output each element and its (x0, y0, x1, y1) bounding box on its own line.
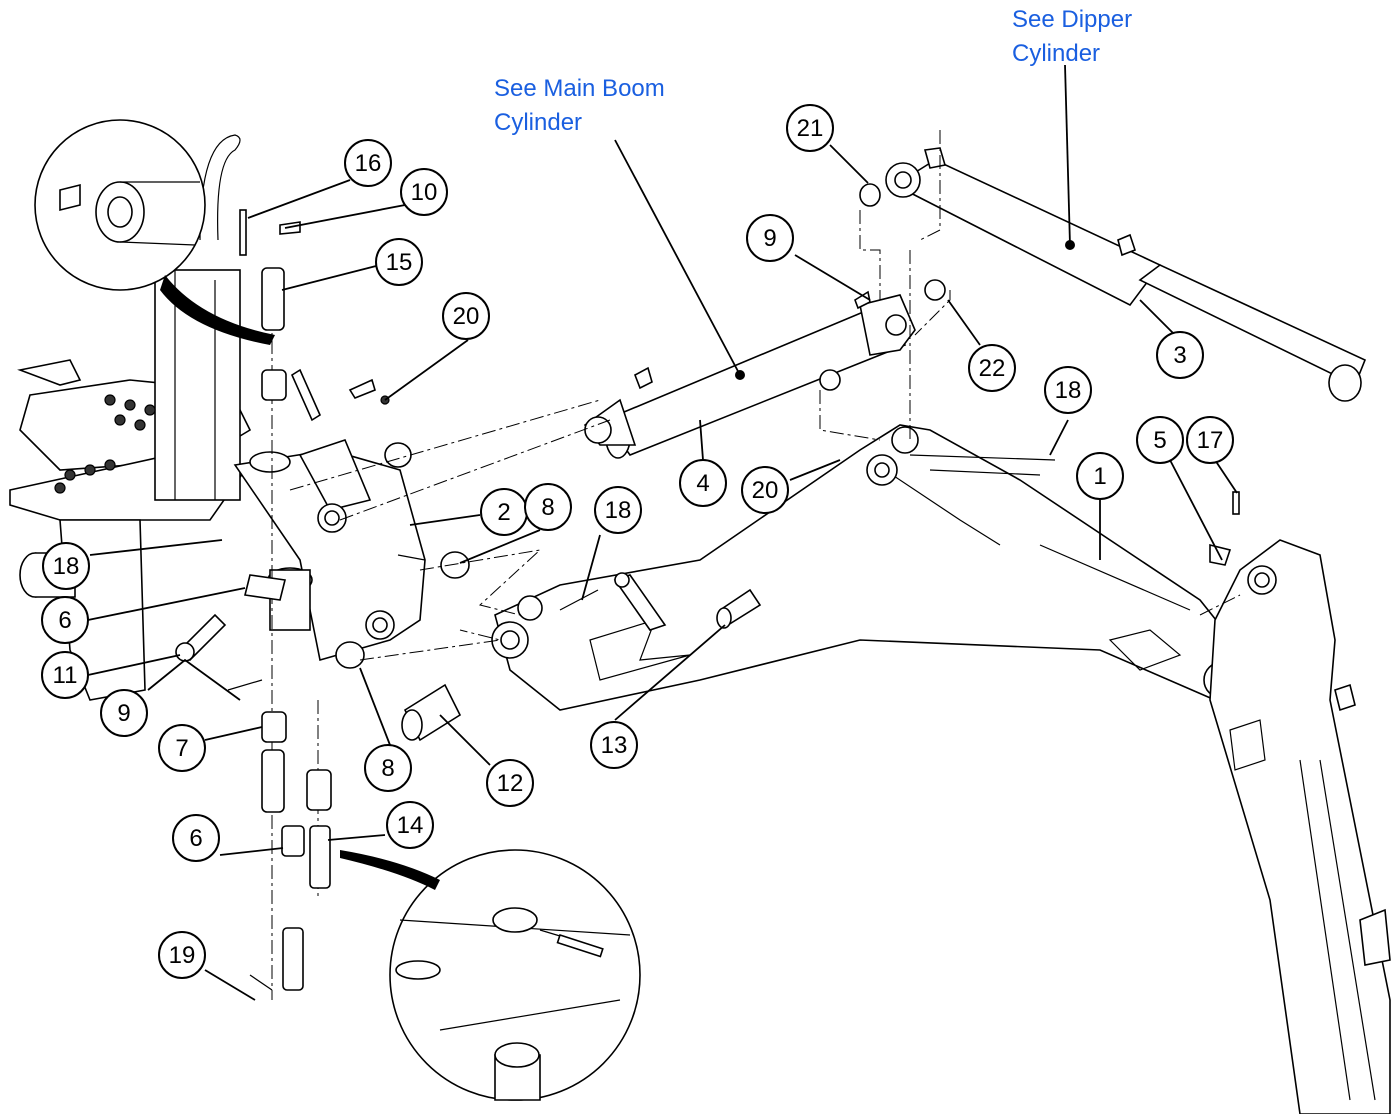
callout-6a: 6 (41, 596, 89, 644)
callout-20a: 20 (442, 292, 490, 340)
link-dipper-line2[interactable]: Cylinder (1012, 40, 1100, 67)
swing-frame (9, 134, 252, 701)
callout-4: 4 (679, 459, 727, 507)
callout-22: 22 (968, 344, 1016, 392)
callout-label: 21 (797, 115, 824, 142)
callout-12: 12 (486, 759, 534, 807)
callout-label: 6 (58, 607, 71, 634)
callout-20b: 20 (741, 466, 789, 514)
detail-zoom-pin (340, 849, 641, 1101)
callout-17: 17 (1186, 416, 1234, 464)
callout-label: 4 (696, 470, 709, 497)
callout-14: 14 (386, 801, 434, 849)
callout-13: 13 (590, 721, 638, 769)
main-boom-cylinder (583, 279, 946, 459)
callout-21: 21 (786, 104, 834, 152)
callout-8b: 8 (364, 744, 412, 792)
callout-label: 10 (411, 179, 438, 206)
callout-label: 9 (117, 700, 130, 727)
callout-5: 5 (1136, 416, 1184, 464)
callout-18b: 18 (594, 486, 642, 534)
link-boom-line2[interactable]: Cylinder (494, 109, 582, 136)
callout-label: 18 (1055, 377, 1082, 404)
callout-label: 22 (979, 355, 1006, 382)
callout-6b: 6 (172, 814, 220, 862)
link-main-boom-cylinder[interactable]: See Main Boom Cylinder (494, 75, 665, 136)
callout-label: 17 (1197, 427, 1224, 454)
callout-label: 7 (175, 735, 188, 762)
swing-bracket (233, 439, 426, 662)
callout-1: 1 (1076, 452, 1124, 500)
callout-label: 5 (1153, 427, 1166, 454)
callout-bubbles: 1 2 3 4 5 6 6 7 8 8 9 9 10 11 12 13 14 1… (41, 104, 1234, 979)
callout-3: 3 (1156, 331, 1204, 379)
callout-15: 15 (375, 238, 423, 286)
detail-zoom-fitting (34, 119, 275, 345)
callout-18c: 18 (1044, 366, 1092, 414)
callout-10: 10 (400, 168, 448, 216)
callout-8a: 8 (524, 483, 572, 531)
callout-label: 19 (169, 942, 196, 969)
callout-label: 1 (1093, 463, 1106, 490)
dipper-cylinder (859, 147, 1367, 402)
callout-label: 3 (1173, 342, 1186, 369)
callout-11: 11 (41, 651, 89, 699)
callout-label: 20 (752, 477, 779, 504)
callout-9b: 9 (100, 689, 148, 737)
callout-label: 8 (541, 494, 554, 521)
callout-label: 12 (497, 770, 524, 797)
callout-18a: 18 (42, 542, 90, 590)
link-dipper-cylinder[interactable]: See Dipper Cylinder (1012, 6, 1132, 67)
callout-label: 13 (601, 732, 628, 759)
callout-label: 14 (397, 812, 424, 839)
callout-16: 16 (344, 139, 392, 187)
link-boom-line1[interactable]: See Main Boom (494, 75, 665, 102)
dipper-arm (1209, 539, 1391, 1114)
callout-2: 2 (480, 488, 528, 536)
callout-label: 2 (497, 499, 510, 526)
callout-label: 16 (355, 150, 382, 177)
leader-lines (87, 64, 1238, 1001)
callout-label: 15 (386, 249, 413, 276)
construction-lines (289, 130, 1241, 661)
callout-7: 7 (158, 724, 206, 772)
callout-label: 11 (53, 662, 78, 689)
callout-label: 9 (763, 225, 776, 252)
callout-label: 20 (453, 303, 480, 330)
link-dipper-line1[interactable]: See Dipper (1012, 6, 1132, 33)
callout-label: 8 (381, 755, 394, 782)
pin-stack-left (175, 209, 470, 1000)
callout-19: 19 (158, 931, 206, 979)
callout-label: 6 (189, 825, 202, 852)
callout-label: 18 (53, 553, 80, 580)
callout-9a: 9 (746, 214, 794, 262)
callout-label: 18 (605, 497, 632, 524)
